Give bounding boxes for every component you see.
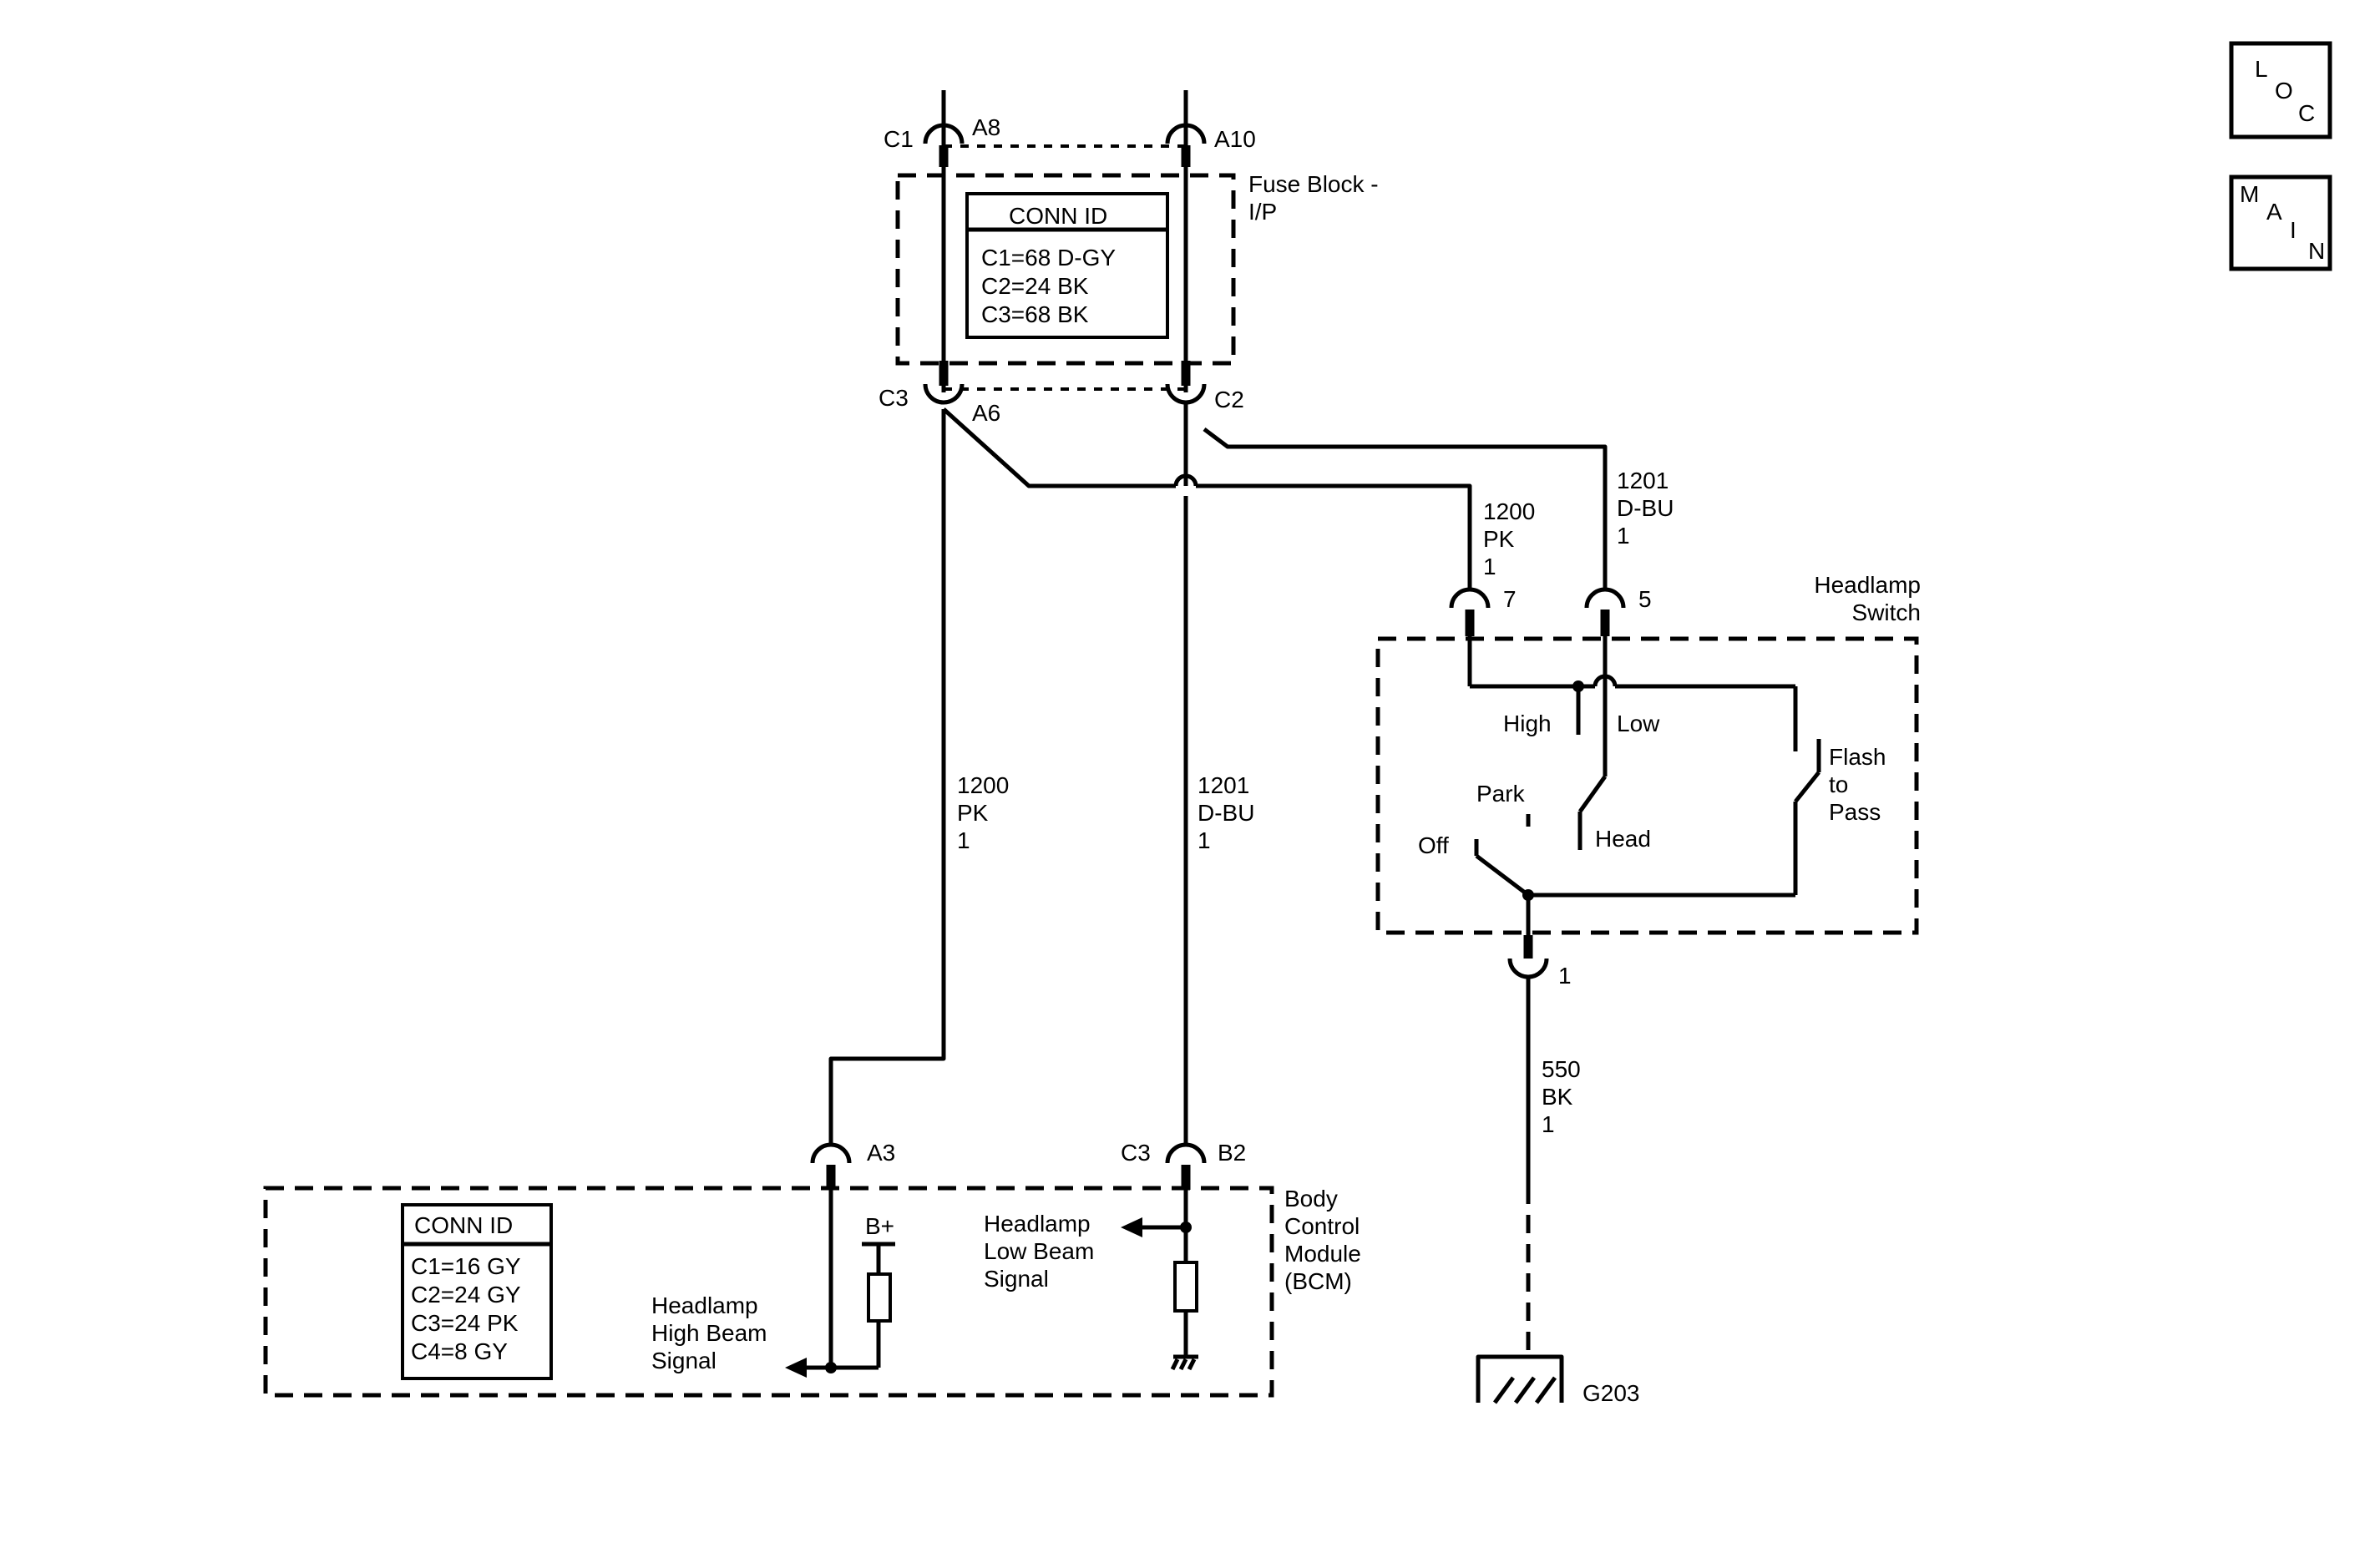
bcm-conn-id-table: CONN ID C1=16 GY C2=24 GY C3=24 PK C4=8 … — [401, 1203, 553, 1380]
fuse-pin-a10: A10 — [1214, 126, 1256, 152]
fuse-conn-c2: C2 — [1214, 387, 1244, 412]
bcm-conn-id-c3: C3=24 PK — [411, 1310, 519, 1336]
ground-label-g203: G203 — [1582, 1380, 1640, 1406]
switch-pos-high: High — [1503, 711, 1552, 736]
switch-pos-off: Off — [1418, 832, 1449, 858]
main-letter-a: A — [2266, 199, 2282, 225]
bcm-conn-id-c4: C4=8 GY — [411, 1338, 508, 1364]
fuse-conn-id-c2: C2=24 BK — [981, 273, 1089, 299]
main-letter-i: I — [2290, 217, 2296, 243]
fuse-pin-a6: A6 — [972, 400, 1000, 426]
switch-pin-1: 1 — [1558, 963, 1572, 989]
bcm-pin-a3: A3 — [867, 1140, 895, 1166]
fuse-conn-id-c3: C3=68 BK — [981, 301, 1089, 327]
fuse-conn-c3: C3 — [879, 385, 909, 411]
fuse-conn-id-c1: C1=68 D-GY — [981, 245, 1116, 271]
switch-pin-7: 7 — [1503, 586, 1517, 612]
fuse-pin-a8: A8 — [972, 114, 1000, 140]
fuse-conn-id-title: CONN ID — [1009, 203, 1107, 229]
main-nav-button[interactable]: M A I N — [2229, 175, 2332, 271]
bcm-conn-id-title: CONN ID — [414, 1212, 513, 1238]
fuse-block: CONN ID C1=68 D-GY C2=24 BK C3=68 BK C1 … — [879, 90, 1379, 426]
fuse-block-name: Fuse Block -I/P — [1248, 171, 1379, 225]
switch-pos-low: Low — [1617, 711, 1660, 736]
bcm-conn-id-c1: C1=16 GY — [411, 1253, 521, 1279]
bcm-b-plus: B+ — [865, 1213, 894, 1239]
ground-symbol — [1476, 1354, 1564, 1404]
fuse-conn-c1: C1 — [884, 126, 914, 152]
main-letter-m: M — [2240, 181, 2259, 207]
loc-nav-button[interactable]: L O C — [2229, 41, 2332, 139]
bcm-conn-id-c2: C2=24 GY — [411, 1282, 521, 1308]
switch-pos-head: Head — [1595, 826, 1651, 852]
bcm-conn-c3: C3 — [1121, 1140, 1151, 1166]
main-letter-n: N — [2308, 238, 2325, 264]
switch-pin-5: 5 — [1638, 586, 1652, 612]
switch-pos-park: Park — [1476, 781, 1526, 807]
loc-letter-c: C — [2298, 100, 2315, 126]
loc-letter-o: O — [2275, 78, 2293, 104]
bcm-pin-b2: B2 — [1218, 1140, 1246, 1166]
loc-letter-l: L — [2255, 56, 2268, 82]
